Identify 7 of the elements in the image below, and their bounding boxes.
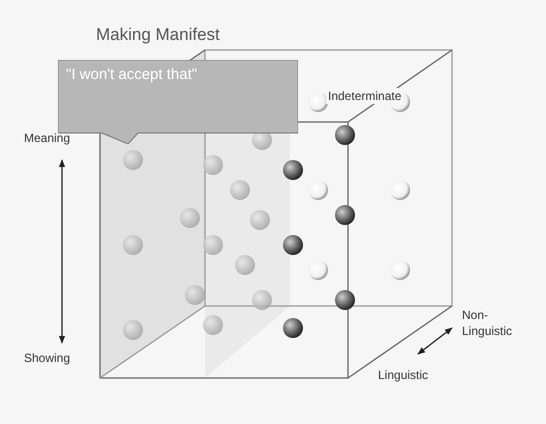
axis-label: Showing <box>24 350 70 366</box>
axis-label: Meaning <box>24 130 70 146</box>
axis-label: Indeterminate <box>326 88 404 104</box>
axis-label: Non-Linguistic <box>462 307 514 339</box>
title: Making Manifest <box>96 24 220 46</box>
axis-label: Linguistic <box>378 367 428 383</box>
callout-text: "I won't accept that" <box>65 65 198 85</box>
